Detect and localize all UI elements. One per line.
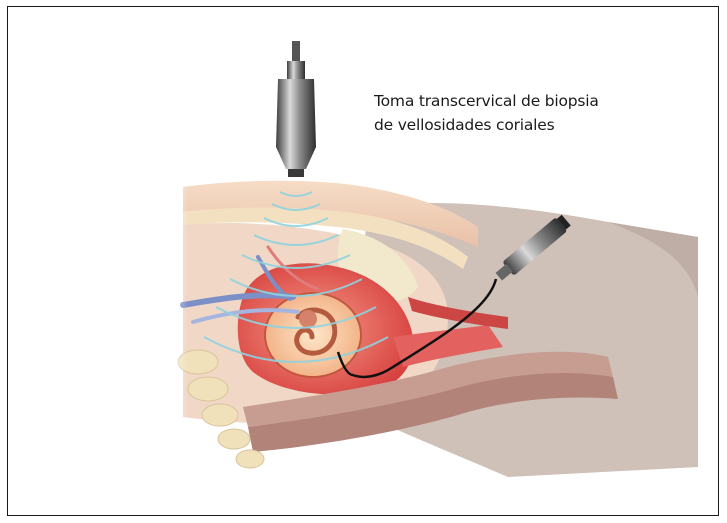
ultrasound-probe-icon (276, 41, 316, 177)
caption-line-1: Toma transcervical de biopsia (374, 89, 599, 113)
figure-caption: Toma transcervical de biopsia de vellosi… (374, 89, 599, 137)
caption-line-2: de vellosidades coriales (374, 113, 599, 137)
figure-frame: Toma transcervical de biopsia de vellosi… (7, 6, 719, 516)
anatomy-illustration (8, 7, 719, 516)
